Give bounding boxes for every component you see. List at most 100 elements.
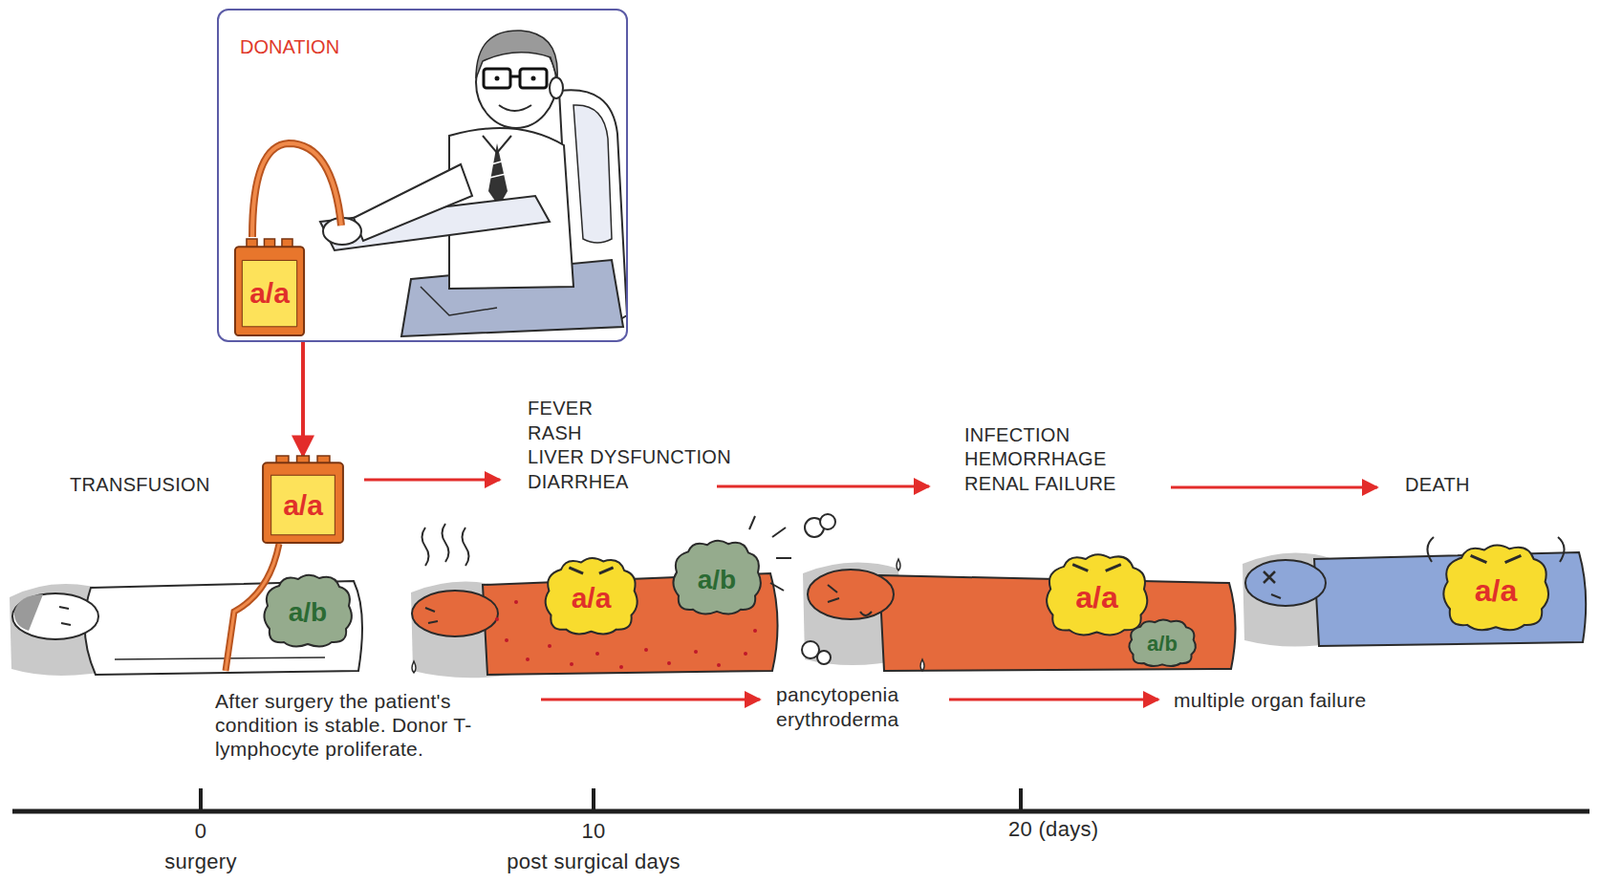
patient-fever: [422, 527, 430, 566]
tick-label: 10: [581, 819, 606, 844]
bag-body: [235, 246, 304, 336]
patient-fever: [442, 523, 450, 563]
genotype-label: a/b: [288, 599, 327, 627]
donor-figure: [475, 30, 558, 79]
patient-fever: [716, 663, 721, 668]
symptom-label: HEMORRHAGE: [964, 448, 1107, 471]
patient-stable: [14, 594, 44, 631]
axis-caption: surgery: [164, 849, 237, 874]
donor-figure: [495, 76, 500, 82]
donor-t-cell: a/a: [540, 554, 642, 636]
patient-fever: [753, 628, 757, 633]
tick-label: 20 (days): [1008, 817, 1099, 842]
patient-fever: [644, 648, 649, 652]
bag-body: [262, 462, 344, 543]
patient-stable: [12, 593, 99, 640]
patient-dead: [1242, 537, 1586, 648]
blood-bag: a/a: [234, 238, 305, 337]
donor-figure: [549, 77, 563, 99]
patient-fever: [425, 607, 438, 624]
timeline-axis: [198, 788, 203, 812]
timeline-axis: [1018, 788, 1023, 812]
donor-figure: [573, 105, 612, 243]
donor-figure: [252, 143, 342, 238]
donation-panel: DONATION a/a: [216, 8, 628, 343]
recipient-cell-body: [263, 575, 351, 648]
donor-figure: [218, 10, 628, 341]
bag-label: [241, 259, 297, 326]
patient-stable: [59, 606, 71, 626]
patient-fever: [743, 651, 748, 656]
stage-label: DEATH: [1405, 474, 1471, 497]
donor-t-cell-body: [545, 558, 638, 635]
cell-brow: [1470, 555, 1522, 563]
patient-stable: [114, 657, 325, 660]
symptom-label: DIARRHEA: [527, 471, 629, 494]
patient-fever: [504, 638, 509, 643]
symptom-label: RENAL FAILURE: [964, 473, 1117, 496]
axis-caption: post surgical days: [506, 849, 681, 874]
finding-label: multiple organ failure: [1173, 689, 1367, 713]
patient-failing: [801, 514, 1236, 671]
donor-t-cell-body: [1443, 544, 1549, 630]
patient-dead: [1263, 571, 1276, 584]
donor-figure: [483, 68, 511, 88]
patient-failing: [827, 584, 872, 616]
donor-t-cell: a/a: [1041, 550, 1152, 637]
recipient-cell-body: [672, 540, 760, 615]
recipient-cell: a/b: [669, 537, 765, 616]
patient-fever: [667, 661, 671, 666]
panel-title: DONATION: [239, 37, 340, 57]
cell-brow: [1072, 564, 1122, 572]
blood-bag: a/a: [261, 455, 345, 544]
donor-figure: [519, 68, 547, 88]
donor-figure: [353, 164, 473, 241]
stage-arrow: [540, 698, 760, 702]
patient-fever: [569, 662, 574, 667]
patient-fever: [462, 527, 470, 566]
bag-label: [271, 475, 336, 536]
recipient-cell-body: [1128, 619, 1195, 667]
patient-fever: [495, 617, 499, 622]
patient-dead: [1271, 594, 1281, 599]
genotype-label: a/a: [1474, 575, 1517, 606]
genotype-label: a/a: [571, 583, 612, 613]
tick-label: 0: [194, 819, 208, 844]
symptom-label: LIVER DYSFUNCTION: [527, 446, 732, 469]
recipient-cell: a/b: [1125, 617, 1199, 668]
donor-t-cell-body: [1046, 554, 1147, 635]
patient-failing: [820, 514, 836, 530]
patient-failing: [817, 650, 831, 665]
stage-arrow: [364, 479, 1378, 700]
donor-figure: [498, 105, 532, 111]
patient-fever: [411, 590, 498, 637]
genotype-label: a/a: [282, 491, 324, 520]
donor-figure: [420, 286, 498, 316]
symptom-label: FEVER: [527, 397, 593, 420]
symptom-label: INFECTION: [964, 424, 1070, 447]
cell-brow: [568, 567, 613, 574]
timeline-axis: [12, 809, 1590, 815]
genotype-label: a/b: [1146, 633, 1178, 655]
genotype-label: a/b: [697, 566, 736, 594]
patient-stable: [9, 543, 363, 676]
donor-figure: [531, 76, 537, 82]
patient-fever: [619, 665, 624, 670]
stage-arrow: [364, 478, 500, 482]
stage-arrow: [1170, 486, 1378, 490]
patient-fever: [514, 600, 519, 605]
patient-fever: [525, 657, 530, 662]
symptom-label: RASH: [527, 422, 583, 445]
patient-fever: [411, 661, 416, 673]
genotype-label: a/a: [249, 279, 290, 308]
finding-label: erythroderma: [776, 708, 899, 732]
genotype-label: a/a: [1075, 582, 1118, 613]
donor-figure: [510, 75, 520, 79]
stage-arrow: [949, 698, 1159, 702]
recipient-cell: a/b: [259, 571, 356, 649]
donor-t-cell: a/a: [1438, 540, 1554, 632]
donor-figure: [489, 160, 506, 178]
patient-fever: [410, 516, 792, 678]
stage-label: TRANSFUSION: [69, 474, 211, 497]
